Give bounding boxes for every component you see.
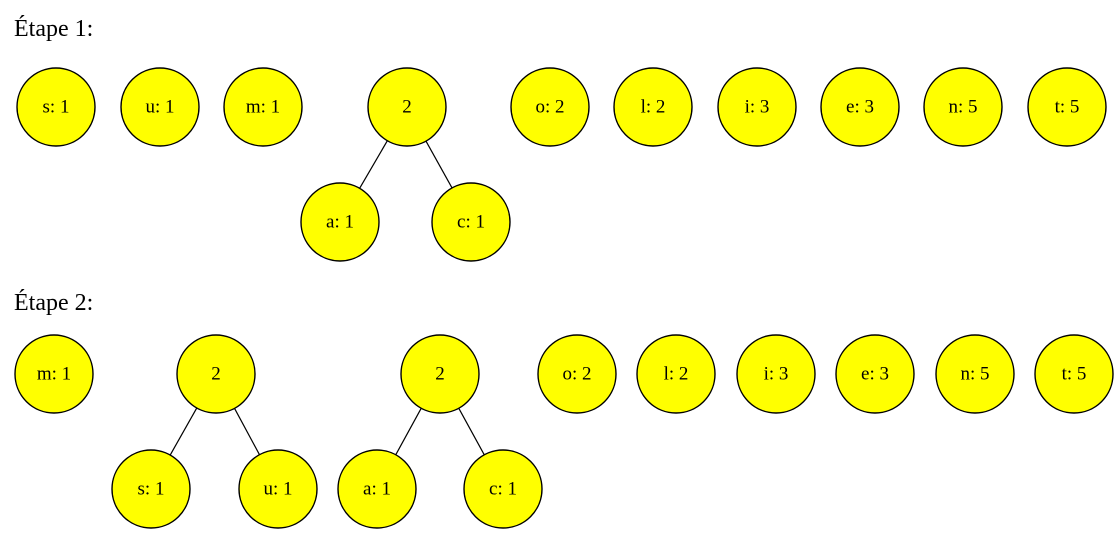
- tree-edge-su-u: [233, 408, 261, 455]
- node-a: a: 1: [337, 449, 417, 529]
- node-e: e: 3: [820, 67, 900, 147]
- node-circle: [120, 67, 200, 147]
- node-circle: [1034, 334, 1114, 414]
- node-label: i: 3: [745, 97, 770, 118]
- node-circle: [463, 449, 543, 529]
- node-label: s: 1: [43, 97, 70, 118]
- node-c: c: 1: [463, 449, 543, 529]
- node-o: o: 2: [510, 67, 590, 147]
- node-label: n: 5: [960, 364, 989, 385]
- node-s: s: 1: [16, 67, 96, 147]
- node-circle: [537, 334, 617, 414]
- node-label: s: 1: [138, 479, 165, 500]
- node-circle: [636, 334, 716, 414]
- node-circle: [935, 334, 1015, 414]
- node-circle: [238, 449, 318, 529]
- node-n: n: 5: [935, 334, 1015, 414]
- tree-edge-ac-c: [425, 140, 453, 189]
- stage-2-title: Étape 2:: [14, 290, 93, 316]
- node-label: m: 1: [37, 364, 71, 385]
- node-circle: [337, 449, 417, 529]
- node-circle: [835, 334, 915, 414]
- node-o: o: 2: [537, 334, 617, 414]
- node-label: l: 2: [641, 97, 666, 118]
- node-l: l: 2: [613, 67, 693, 147]
- tree-edge-ac-c: [458, 407, 485, 456]
- tree-edge-ac-a: [395, 407, 422, 456]
- node-circle: [1027, 67, 1107, 147]
- node-n: n: 5: [923, 67, 1003, 147]
- node-label: l: 2: [664, 364, 689, 385]
- node-circle: [820, 67, 900, 147]
- node-t: t: 5: [1034, 334, 1114, 414]
- node-label: 2: [211, 364, 221, 385]
- node-m: m: 1: [14, 334, 94, 414]
- node-u: u: 1: [120, 67, 200, 147]
- node-label: t: 5: [1062, 364, 1087, 385]
- node-circle: [111, 449, 191, 529]
- node-u: u: 1: [238, 449, 318, 529]
- node-circle: [16, 67, 96, 147]
- node-circle: [717, 67, 797, 147]
- node-m: m: 1: [223, 67, 303, 147]
- node-t: t: 5: [1027, 67, 1107, 147]
- node-label: o: 2: [562, 364, 591, 385]
- node-circle: [923, 67, 1003, 147]
- node-label: i: 3: [764, 364, 789, 385]
- node-circle: [400, 334, 480, 414]
- node-s: s: 1: [111, 449, 191, 529]
- node-label: e: 3: [861, 364, 889, 385]
- node-circle: [367, 67, 447, 147]
- node-su: 2: [176, 334, 256, 414]
- node-circle: [300, 182, 380, 262]
- node-circle: [736, 334, 816, 414]
- node-label: a: 1: [326, 212, 354, 233]
- node-label: o: 2: [535, 97, 564, 118]
- node-ac: 2: [400, 334, 480, 414]
- node-circle: [431, 182, 511, 262]
- node-e: e: 3: [835, 334, 915, 414]
- node-circle: [613, 67, 693, 147]
- node-c: c: 1: [431, 182, 511, 262]
- node-label: c: 1: [457, 212, 485, 233]
- node-label: c: 1: [489, 479, 517, 500]
- node-circle: [223, 67, 303, 147]
- tree-edge-su-s: [169, 407, 198, 456]
- stage-1-title: Étape 1:: [14, 16, 93, 42]
- node-circle: [14, 334, 94, 414]
- node-i: i: 3: [717, 67, 797, 147]
- node-label: t: 5: [1055, 97, 1080, 118]
- node-label: u: 1: [145, 97, 174, 118]
- stage-2-forest: m: 1 2 s: 1 u: 1 2 a: 1 c: 1 o: 2 l: 2 i: 3 e: 3 n:…: [14, 334, 1114, 529]
- node-circle: [510, 67, 590, 147]
- node-circle: [176, 334, 256, 414]
- node-label: a: 1: [363, 479, 391, 500]
- node-label: u: 1: [263, 479, 292, 500]
- node-ac: 2: [367, 67, 447, 147]
- node-label: 2: [402, 97, 412, 118]
- stage-1-forest: s: 1 u: 1 m: 1 2 a: 1 c: 1 o: 2 l: 2 i: 3 e: 3 n: …: [16, 67, 1107, 262]
- node-label: e: 3: [846, 97, 874, 118]
- node-a: a: 1: [300, 182, 380, 262]
- node-label: 2: [435, 364, 445, 385]
- node-label: m: 1: [246, 97, 280, 118]
- tree-edge-ac-a: [359, 140, 388, 189]
- node-label: n: 5: [948, 97, 977, 118]
- node-i: i: 3: [736, 334, 816, 414]
- node-l: l: 2: [636, 334, 716, 414]
